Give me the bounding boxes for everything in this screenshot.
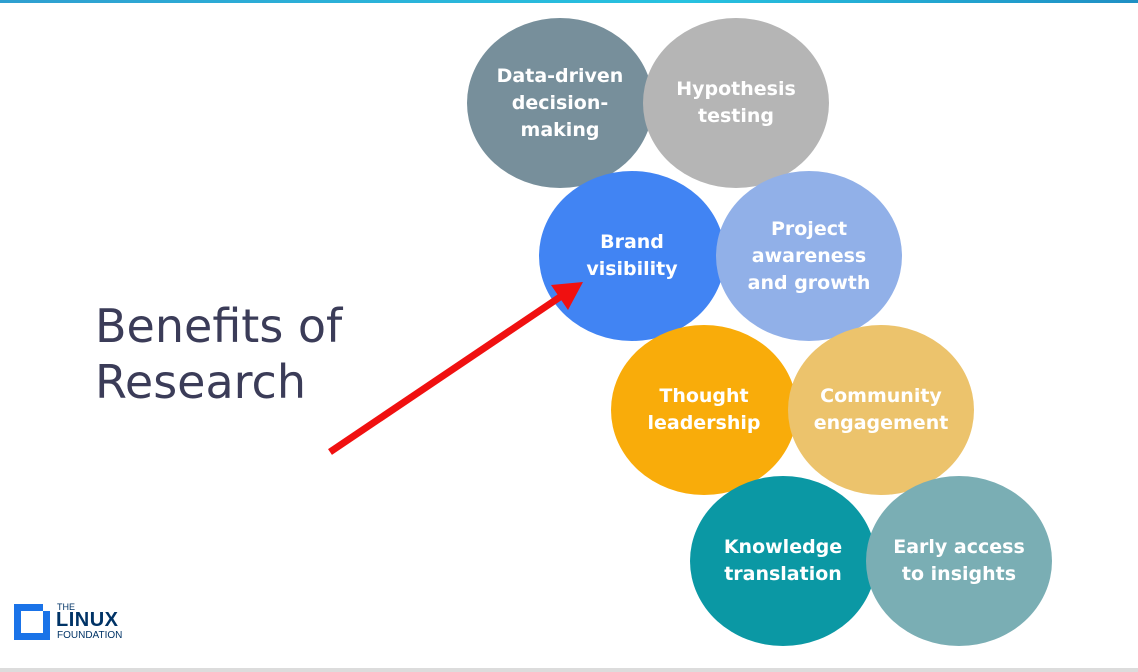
circle-project-awareness: Project awareness and growth (716, 171, 902, 341)
circle-thought-leadership: Thought leadership (611, 325, 797, 495)
circle-label: Knowledge translation (723, 536, 843, 585)
circle-data-driven: Data-driven decision-making (467, 18, 653, 188)
linux-foundation-mark-icon (14, 604, 50, 640)
circle-hypothesis: Hypothesis testing (643, 18, 829, 188)
circle-community-engagement: Community engagement (788, 325, 974, 495)
circle-label: Project awareness and growth (747, 217, 871, 294)
top-accent-bar (0, 0, 1138, 3)
circle-brand-visibility: Brand visibility (539, 171, 725, 341)
circle-label: Community engagement (813, 385, 949, 434)
circle-label: Brand visibility (586, 231, 678, 280)
logo-text-foundation: FOUNDATION (57, 630, 123, 641)
linux-foundation-logo: THE LINUX FOUNDATION (14, 602, 134, 642)
logo-text-the: THE (57, 602, 75, 612)
circle-label: Early access to insights (893, 536, 1025, 585)
circle-label: Data-driven decision-making (496, 64, 624, 141)
circle-knowledge-translation: Knowledge translation (690, 476, 876, 646)
bottom-divider (0, 668, 1138, 672)
circle-label: Thought leadership (647, 385, 761, 434)
slide-title: Benefits of Research (95, 299, 343, 409)
logo-text-linux: LINUX (56, 609, 119, 631)
circle-early-access: Early access to insights (866, 476, 1052, 646)
circle-label: Hypothesis testing (676, 78, 796, 127)
